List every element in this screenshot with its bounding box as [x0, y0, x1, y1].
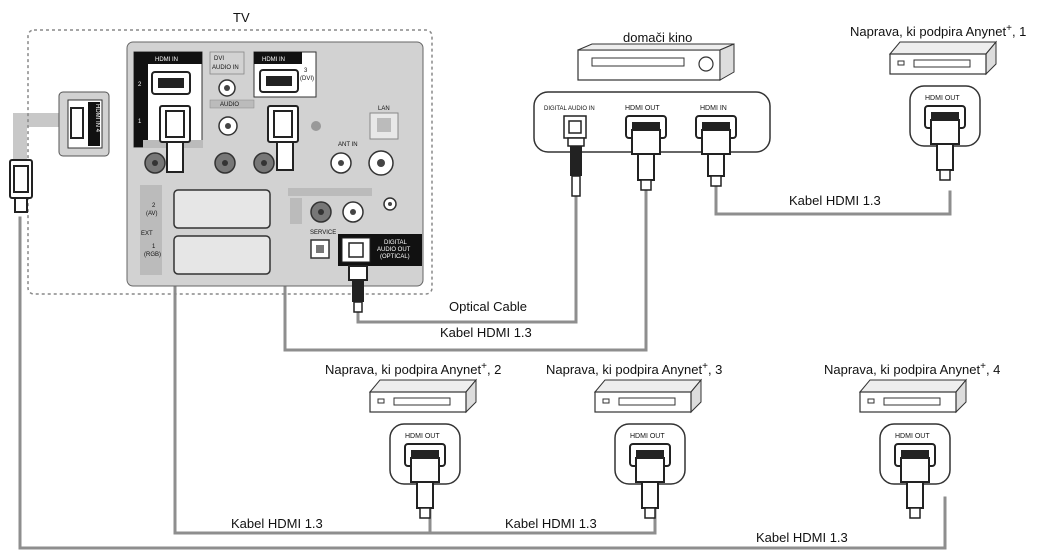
device-4-plug [900, 457, 930, 483]
hdmi-cable-label-bottom-2: Kabel HDMI 1.3 [505, 516, 597, 531]
lan-port: LAN [369, 106, 399, 140]
cable-hometheater-device1 [714, 183, 952, 216]
device-2-label: Naprava, ki podpira Anynet+, 2 [325, 361, 501, 377]
cable-side-ribbon [13, 113, 73, 167]
hdmi-port-2-number: 2 [138, 82, 142, 88]
device-1-plug [930, 119, 960, 145]
device-2-hdmi-out-label: HDMI OUT [405, 433, 440, 440]
side-hdmi-label: HDMI IN 4 [94, 104, 100, 133]
tv-plugs [9, 105, 368, 313]
device-3-hdmi-out-label: HDMI OUT [630, 433, 665, 440]
scart-1[interactable] [173, 235, 271, 275]
ext-label: EXT [141, 231, 153, 237]
device-3-top [593, 379, 703, 393]
ext-2-number: 2 [152, 203, 156, 209]
cable-optical [356, 193, 578, 324]
dvi-audio-in-label: AUDIO IN [212, 65, 239, 71]
hdmi-port-1-number: 1 [138, 119, 142, 125]
dvi-audio-in: DVI AUDIO IN AUDIO [209, 51, 255, 109]
cable-labels: Optical Cable Kabel HDMI 1.3 Kabel HDMI … [228, 193, 881, 545]
digital-audio-out-line3: (OPTICAL) [380, 254, 410, 260]
device-3-plug [635, 457, 665, 483]
tv: TV HDMI IN 4 HDMI IN 2 1 DVI [9, 10, 433, 313]
device-3-label: Naprava, ki podpira Anynet+, 3 [546, 361, 722, 377]
device-4-hdmi-out-label: HDMI OUT [895, 433, 930, 440]
hdmi-plug-port3 [267, 105, 299, 171]
anynet-device-2: Naprava, ki podpira Anynet+, 2 HDMI OUT [325, 361, 501, 519]
ext-2-sub: (AV) [146, 211, 158, 217]
anynet-device-4: Naprava, ki podpira Anynet+, 4 HDMI OUT [824, 361, 1000, 519]
digital-audio-out-line2: AUDIO OUT [377, 247, 411, 253]
hdmi-cable-label-bottom-1: Kabel HDMI 1.3 [231, 516, 323, 531]
svg-text:DVI: DVI [214, 56, 224, 62]
ext-scart: EXT 2 (AV) 1 (RGB) [140, 185, 271, 275]
home-theater-unit [577, 43, 735, 81]
hdmi-plug-port1 [159, 105, 191, 173]
device-1-label: Naprava, ki podpira Anynet+, 1 [850, 23, 1026, 39]
anynet-device-3: Naprava, ki podpira Anynet+, 3 HDMI OUT [546, 361, 722, 519]
optical-cable-label: Optical Cable [449, 299, 527, 314]
device-4-label: Naprava, ki podpira Anynet+, 4 [824, 361, 1000, 377]
audio-out-jacks [288, 188, 397, 224]
anynet-device-1: Naprava, ki podpira Anynet+, 1 HDMI OUT [850, 23, 1026, 181]
hdmi-in-label-right: HDMI IN [262, 57, 285, 63]
ant-in-label: ANT IN [338, 142, 358, 148]
hdmi-in-3: HDMI IN 3 (DVI) [253, 51, 317, 98]
audio-label: AUDIO [220, 102, 239, 108]
scart-2[interactable] [173, 189, 271, 229]
device-1-top [888, 41, 998, 55]
hdmi-in-label-left: HDMI IN [155, 57, 178, 63]
device-1-hdmi-out-label: HDMI OUT [925, 95, 960, 102]
device-2-plug [410, 457, 440, 483]
side-hdmi-port[interactable]: HDMI IN 4 [58, 91, 110, 157]
device-4-top [858, 379, 968, 393]
hdmi-cable-label-bottom-3: Kabel HDMI 1.3 [756, 530, 848, 545]
hdmi-plug-side [9, 159, 33, 213]
ht-plugs [567, 129, 731, 197]
service-label: SERVICE [310, 230, 336, 236]
service-port: SERVICE [310, 230, 336, 259]
dvi-label: (DVI) [300, 76, 314, 82]
tv-label: TV [233, 10, 250, 25]
cable-hdmi4-device4 [18, 216, 947, 550]
hdmi-cable-label-hometheater: Kabel HDMI 1.3 [440, 325, 532, 340]
optical-plug-tv [348, 265, 368, 313]
hdmi-port-3-number: 3 [304, 68, 308, 74]
device-2-top [368, 379, 478, 393]
lan-label: LAN [378, 106, 390, 112]
ht-hdmi-in-label: HDMI IN [700, 105, 727, 112]
ext-1-sub: (RGB) [144, 252, 161, 258]
digital-audio-out[interactable]: DIGITAL AUDIO OUT (OPTICAL) [338, 234, 422, 266]
ext-1-number: 1 [152, 244, 156, 250]
ht-hdmi-out-label: HDMI OUT [625, 105, 660, 112]
home-theater: domači kino DIGITAL AUDIO IN HDMI OUT HD… [533, 30, 771, 197]
home-theater-label: domači kino [623, 30, 692, 45]
ht-digital-audio-in-label: DIGITAL AUDIO IN [544, 106, 595, 112]
digital-audio-out-line1: DIGITAL [384, 240, 408, 246]
hdmi-cable-label-device1: Kabel HDMI 1.3 [789, 193, 881, 208]
